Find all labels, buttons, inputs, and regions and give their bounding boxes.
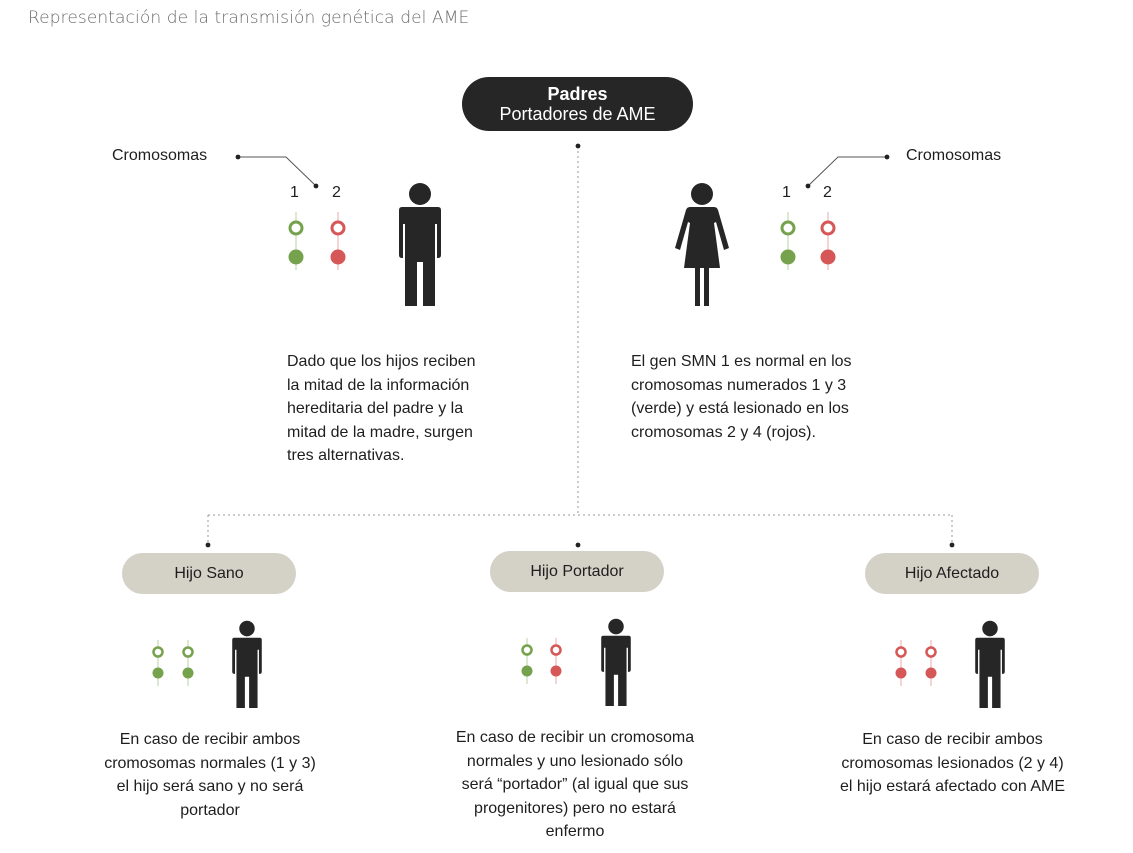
chromosome-icon [895, 640, 907, 686]
mother-description: El gen SMN 1 es normal en los cromosomas… [631, 350, 911, 444]
male-figure-icon [601, 618, 631, 706]
chromosome-icon [521, 638, 533, 684]
chromosome-icon [780, 212, 796, 270]
father-description-line: la mitad de la información [287, 376, 470, 394]
mother-description-line: cromosomas 2 y 4 (rojos). [631, 423, 816, 441]
male-figure-icon [975, 620, 1005, 708]
child-affected-line: el hijo estará afectado con AME [839, 778, 1066, 795]
chromosome-icon [550, 638, 562, 684]
child-healthy-line: portador [180, 801, 240, 819]
father-description-line: tres alternativas. [287, 447, 405, 464]
child-healthy-line: En caso de recibir ambos [119, 731, 301, 748]
mother-chromosome-number-1: 1 [782, 184, 791, 201]
child-affected-pill: Hijo Afectado [865, 553, 1039, 594]
father-description: Dado que los hijos reciben la mitad de l… [287, 350, 547, 468]
female-figure-icon [675, 183, 729, 306]
chromosome-icon [288, 212, 304, 270]
diagram-caption: Representación de la transmisión genétic… [28, 8, 470, 28]
father-description-line: mitad de la madre, surgen [287, 423, 473, 441]
child-carrier-line: será “portador” (al igual que sus [461, 776, 689, 793]
child-affected-description: En caso de recibir ambos cromosomas lesi… [815, 728, 1090, 799]
mother-description-line: El gen SMN 1 es normal en los [631, 353, 852, 370]
child-healthy-pill: Hijo Sano [122, 553, 296, 594]
father-description-line: Dado que los hijos reciben [287, 353, 476, 370]
father-chromosomes-label: Cromosomas [112, 147, 208, 164]
mother-description-line: (verde) y está lesionado en los [631, 400, 849, 417]
parents-title: Padres [547, 84, 608, 104]
child-affected-line: cromosomas lesionados (2 y 4) [841, 754, 1064, 772]
chromosome-icon [182, 640, 194, 686]
child-carrier-line: En caso de recibir un cromosoma [455, 729, 695, 746]
father-chromosome-number-2: 2 [332, 184, 341, 201]
child-affected-line: En caso de recibir ambos [862, 731, 1043, 748]
child-healthy-line: cromosomas normales (1 y 3) [104, 754, 316, 772]
child-healthy-description: En caso de recibir ambos cromosomas norm… [80, 728, 340, 822]
parents-box: Padres Portadores de AME [462, 77, 693, 131]
chromosome-icon [925, 640, 937, 686]
child-carrier-description: En caso de recibir un cromosoma normales… [430, 726, 720, 844]
chromosome-icon [330, 212, 346, 270]
male-figure-icon [232, 620, 262, 708]
chromosome-icon [820, 212, 836, 270]
child-carrier-line: enfermo [545, 823, 605, 840]
child-carrier-line: normales y uno lesionado sólo [466, 752, 684, 770]
father-description-line: hereditaria del padre y la [287, 400, 464, 417]
child-healthy-line: el hijo será sano y no será [116, 778, 304, 795]
chromosome-icon [152, 640, 164, 686]
child-carrier-pill: Hijo Portador [490, 551, 664, 592]
male-figure-icon [399, 183, 441, 306]
mother-chromosome-number-2: 2 [823, 184, 832, 201]
parents-subtitle: Portadores de AME [499, 104, 656, 124]
mother-description-line: cromosomas numerados 1 y 3 [631, 376, 847, 394]
child-carrier-line: progenitores) pero no estará [474, 799, 676, 817]
mother-chromosomes-label: Cromosomas [906, 147, 1002, 164]
father-chromosome-number-1: 1 [290, 184, 299, 201]
